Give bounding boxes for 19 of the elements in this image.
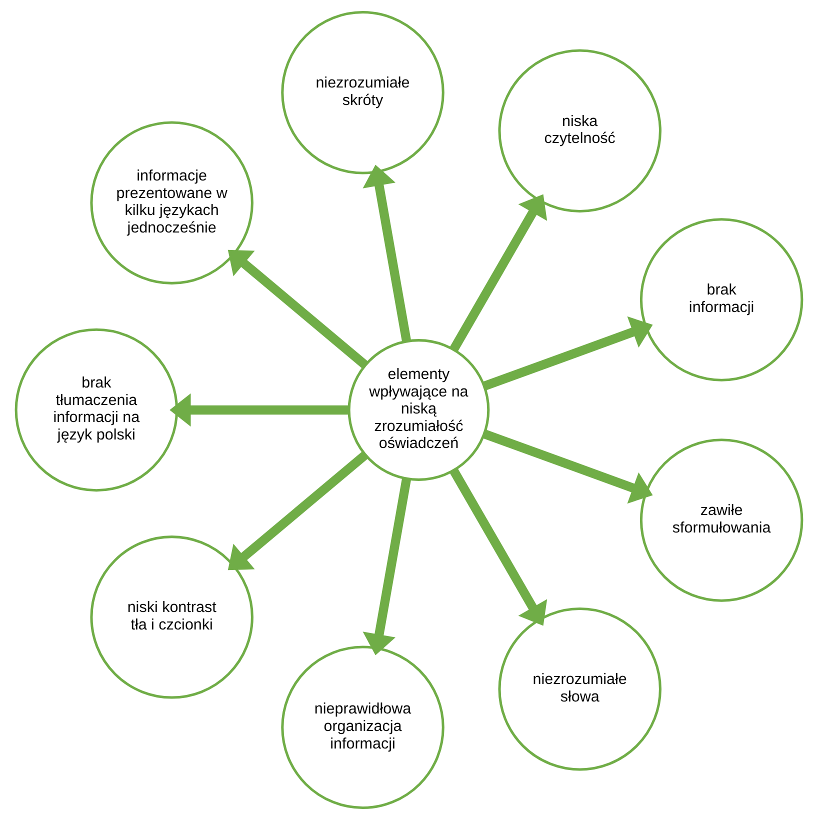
arrow xyxy=(482,316,652,390)
node-circle: informacje prezentowane w kilku językach jednocześnie xyxy=(90,121,253,284)
node-circle: niezrozumiałe skróty xyxy=(280,10,444,174)
node-circle: nieprawidłowa organizacja informacji xyxy=(280,646,444,810)
node-circle: zawiłe sformułowania xyxy=(639,438,803,602)
node-circle: niska czytelność xyxy=(498,49,661,213)
arrow xyxy=(362,478,411,656)
node-circle: niski kontrast tła i czcionki xyxy=(90,536,253,699)
node-circle: brak tłumaczenia informacji na język polski xyxy=(14,328,178,492)
arrow xyxy=(227,451,368,570)
arrow xyxy=(227,250,368,369)
arrow xyxy=(362,164,411,342)
arrow xyxy=(449,194,547,352)
arrow xyxy=(482,430,652,504)
node-circle: niezrozumiałe słowa xyxy=(498,607,661,771)
node-circle: brak informacji xyxy=(639,218,803,382)
node-circle: elementy wpływające na niską zrozumiałość oświadczeń xyxy=(347,339,490,481)
arrow xyxy=(449,468,547,626)
arrow xyxy=(169,393,348,427)
